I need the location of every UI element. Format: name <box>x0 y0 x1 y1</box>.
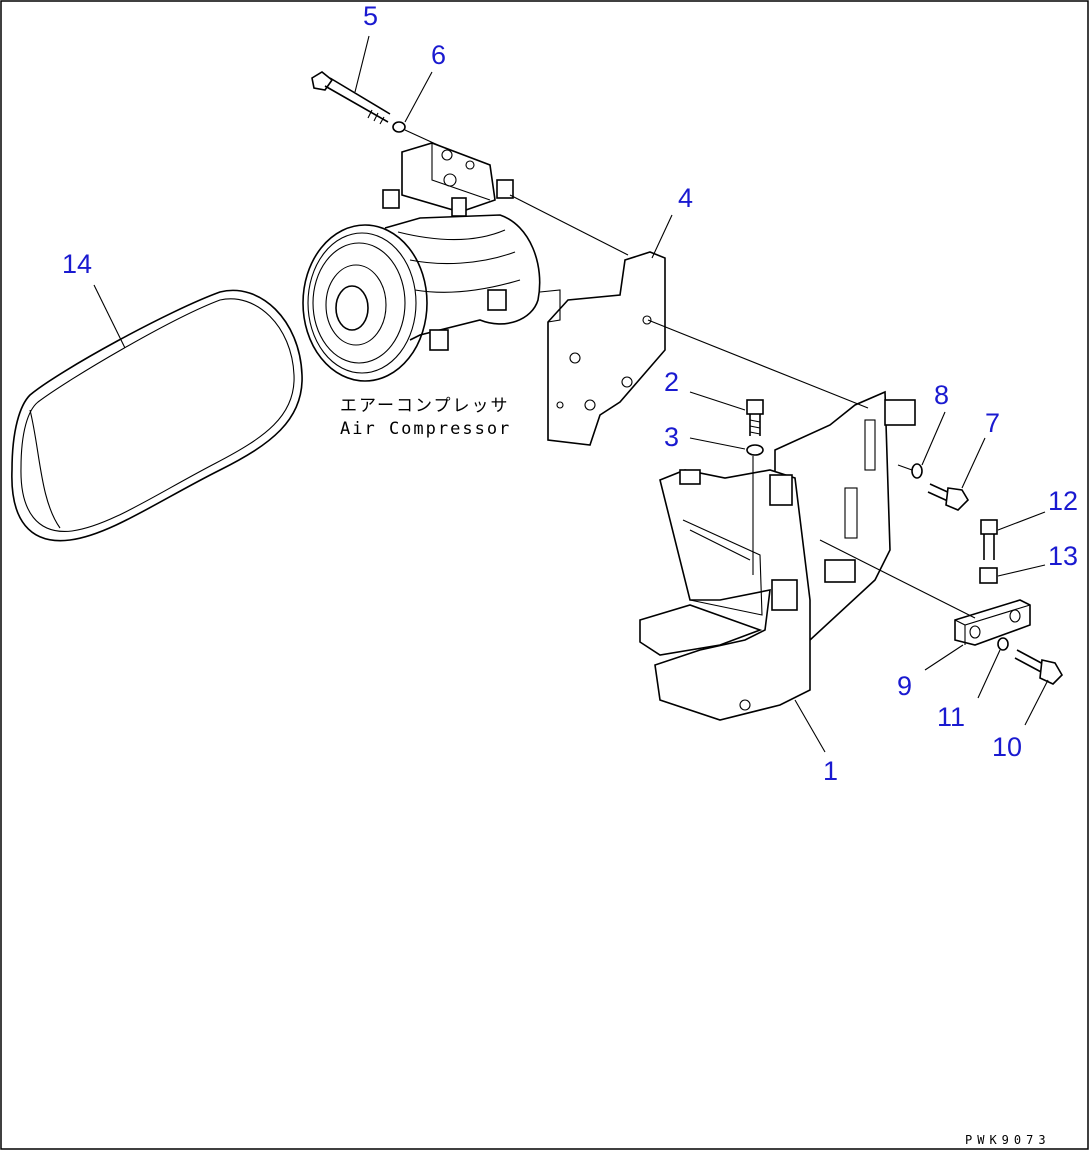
callout-labels: 5 6 4 14 2 3 8 7 12 13 9 11 10 1 <box>62 1 1078 786</box>
washer-6 <box>392 121 406 133</box>
callout-9: 9 <box>897 671 912 701</box>
bracket-plate-4 <box>539 251 666 446</box>
callout-4: 4 <box>678 183 693 213</box>
callout-pointers <box>93 35 1049 753</box>
bolt-10 <box>1014 649 1064 685</box>
callout-7: 7 <box>985 408 1000 438</box>
v-belt-14 <box>11 289 303 542</box>
bolt-12 <box>980 519 998 560</box>
washer-3 <box>746 444 764 456</box>
callout-1: 1 <box>823 756 838 786</box>
air-compressor <box>302 142 541 382</box>
callout-8: 8 <box>934 380 949 410</box>
callout-6: 6 <box>431 40 446 70</box>
callout-12: 12 <box>1048 486 1078 516</box>
callout-2: 2 <box>664 367 679 397</box>
bolt-2 <box>746 399 764 436</box>
washer-11 <box>997 637 1009 651</box>
callout-10: 10 <box>992 732 1022 762</box>
nut-13 <box>979 567 998 584</box>
callout-11: 11 <box>937 702 965 732</box>
bolt-5 <box>311 71 391 125</box>
leader-lines <box>404 129 976 619</box>
bolt-7 <box>927 483 970 511</box>
callout-13: 13 <box>1048 541 1078 571</box>
compressor-label-en: Air Compressor <box>340 419 511 439</box>
callout-14: 14 <box>62 249 92 279</box>
drawing-code: PWK9073 <box>965 1133 1051 1147</box>
callout-5: 5 <box>363 1 378 31</box>
mounting-bracket-1 <box>639 390 916 721</box>
compressor-label-jp: エアーコンプレッサ <box>340 396 509 416</box>
washer-8 <box>911 463 923 479</box>
clamp-block-9 <box>954 599 1031 646</box>
callout-3: 3 <box>664 422 679 452</box>
